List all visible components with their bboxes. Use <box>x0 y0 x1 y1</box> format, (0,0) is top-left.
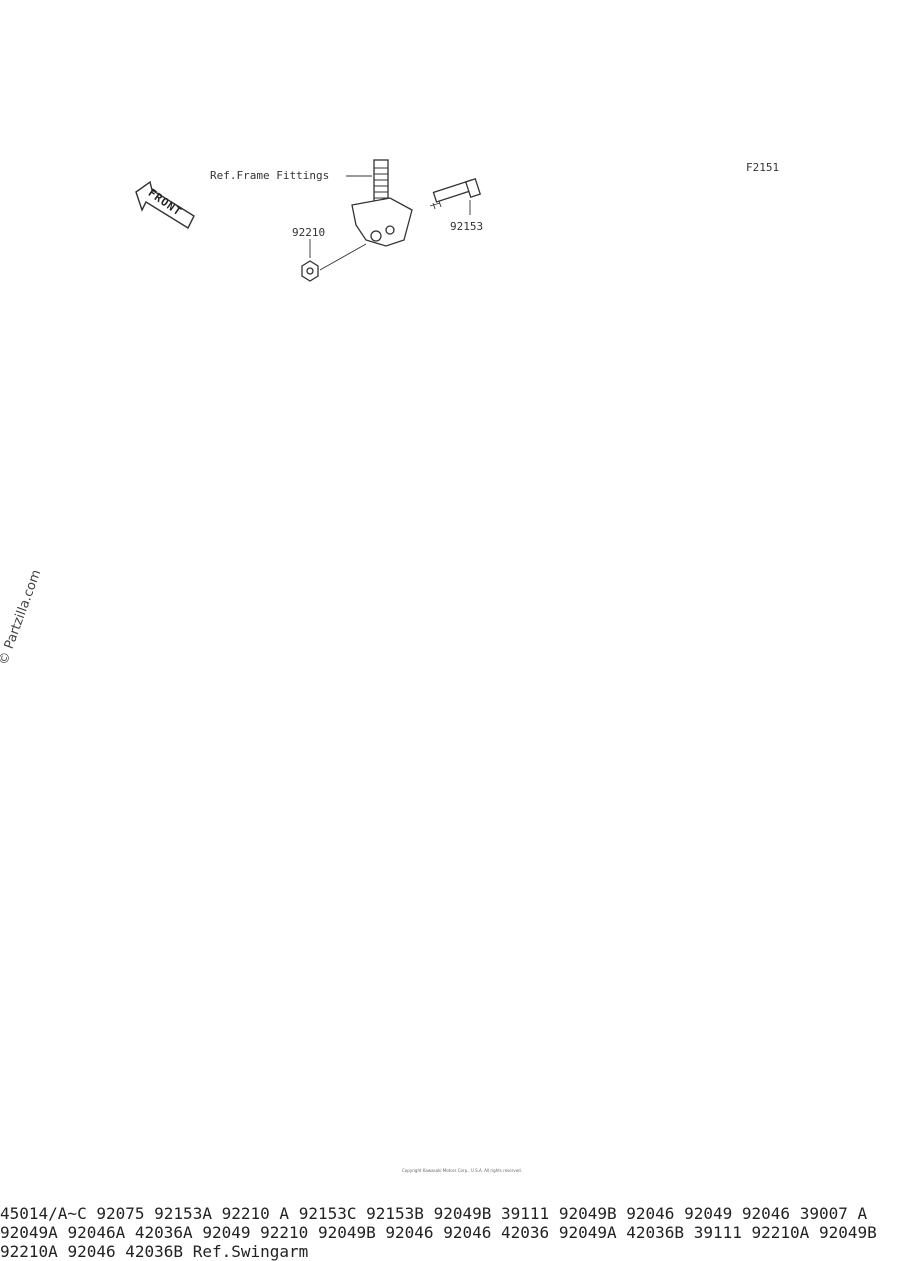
label-39111-right: 39111 <box>501 1204 550 1223</box>
front-arrow-icon: FRONT <box>130 178 200 238</box>
label-92049-left: 92049 <box>202 1223 251 1242</box>
label-92046A: 92046A <box>67 1223 126 1242</box>
label-92153: 92153 <box>450 220 483 233</box>
label-92210A-left: 92210A <box>751 1223 810 1242</box>
diagram-canvas: F2151 Ref.Frame Fittings 92153 92210 <box>210 159 779 282</box>
footer-copyright: Copyright Kawasaki Motors Corp., U.S.A. … <box>402 1168 522 1173</box>
bolt-92153 <box>429 178 482 210</box>
label-39007: 39007 <box>799 1204 848 1223</box>
callout-a-left: A <box>279 1204 290 1223</box>
label-92153C: 92153C <box>298 1204 357 1223</box>
label-42036B-left: 42036B <box>626 1223 685 1242</box>
label-92046-low: 92046 <box>67 1242 116 1261</box>
label-42036: 42036 <box>501 1223 550 1242</box>
label-92075: 92075 <box>96 1204 145 1223</box>
label-39111-left: 39111 <box>693 1223 742 1242</box>
callout-a-right: A <box>857 1204 868 1223</box>
label-92049A-center: 92049A <box>558 1223 617 1242</box>
label-92049B-left: 92049B <box>317 1223 376 1242</box>
label-92210-left: 92210 <box>260 1223 309 1242</box>
label-92210-mid: 92210 <box>221 1204 270 1223</box>
label-92049-top: 92049 <box>684 1204 733 1223</box>
label-92049B-top: 92049B <box>433 1204 492 1223</box>
label-92153A: 92153A <box>154 1204 212 1223</box>
ref-frame-fittings-label: Ref.Frame Fittings <box>210 169 329 182</box>
label-42036B-low: 42036B <box>125 1242 184 1261</box>
label-92046-top: 92046 <box>741 1204 791 1223</box>
label-92049B-bottom: 92049B <box>818 1223 877 1242</box>
label-42036A: 42036A <box>134 1223 193 1242</box>
label-92210A: 92210A <box>0 1242 58 1261</box>
frame-fitting-bracket <box>351 159 413 247</box>
ref-swingarm-label: Ref.Swingarm <box>192 1242 309 1261</box>
label-92153B: 92153B <box>366 1204 424 1223</box>
diagram-code: F2151 <box>746 161 779 174</box>
label-92049B-right: 92049B <box>558 1204 617 1223</box>
label-92046-mid: 92046 <box>443 1223 492 1242</box>
label-92049A-right: 92049A <box>0 1223 58 1242</box>
nut-92210-top <box>301 260 319 282</box>
label-92046-right: 92046 <box>626 1204 675 1223</box>
label-45014: 45014/A~C <box>0 1204 87 1223</box>
label-92046-center: 92046 <box>385 1223 434 1242</box>
label-92210-top: 92210 <box>292 226 325 239</box>
